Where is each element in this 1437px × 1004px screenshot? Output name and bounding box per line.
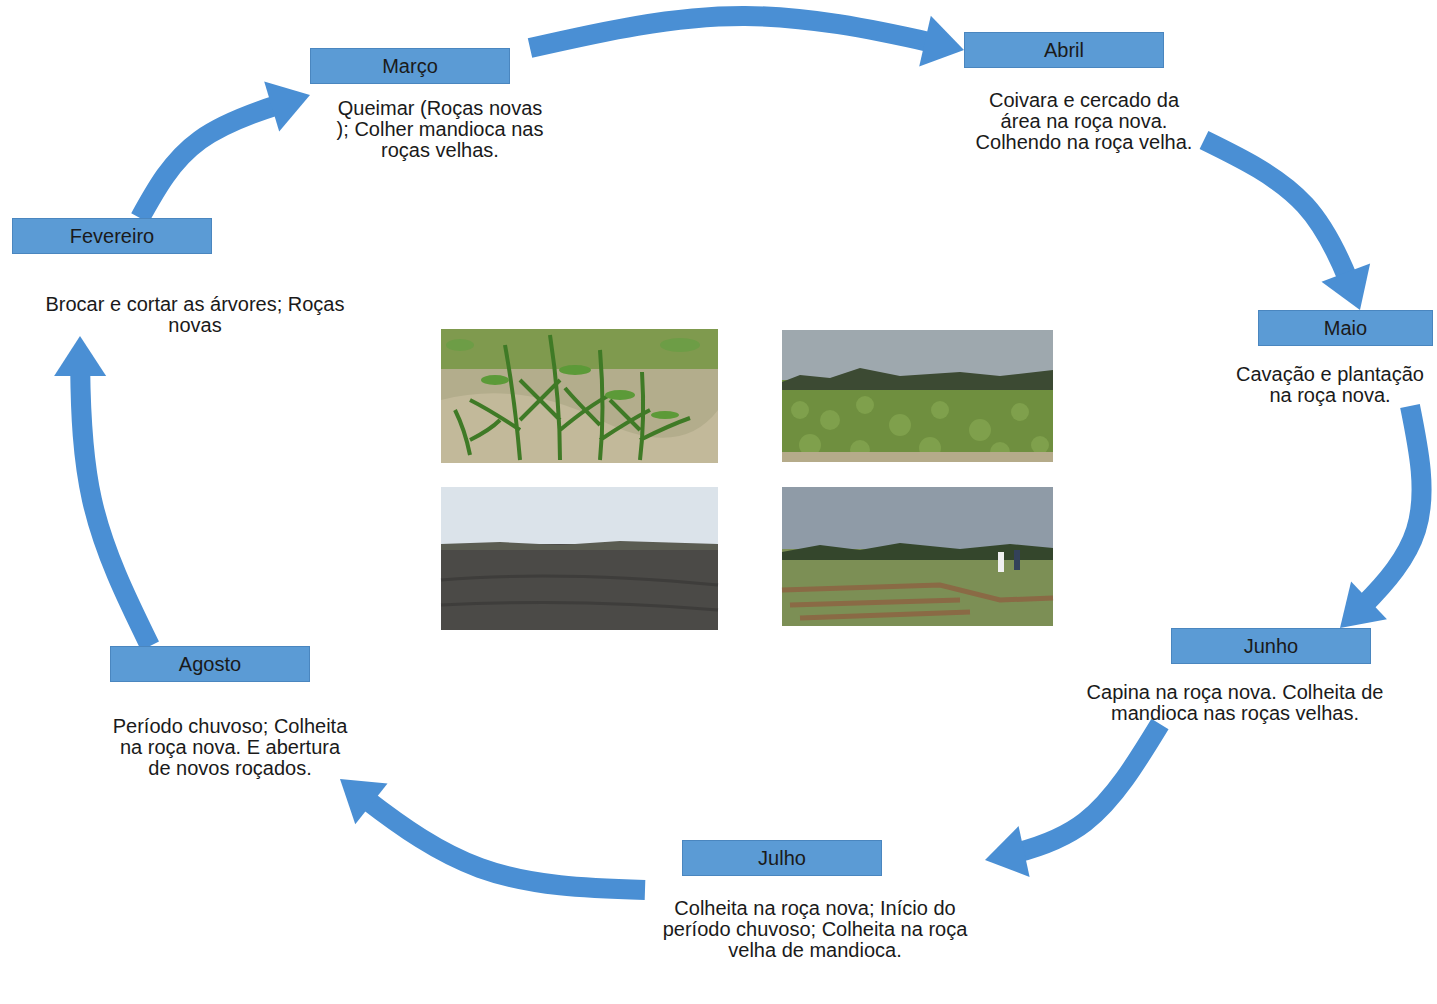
activity-text-block: Queimar (Roças novas ); Colher mandioca … [333,98,548,161]
activity-description: Queimar (Roças novas ); Colher mandioca … [337,97,544,161]
month-box: Junho [1171,628,1371,664]
corn-photo [441,329,718,463]
photo-furrows [441,576,718,610]
month-step: MarçoQueimar (Roças novas ); Colher mand… [310,48,570,161]
activity-text-block: Colheita na roça nova; Início do período… [645,898,985,961]
photo-sky [782,330,1053,380]
month-box: Julho [682,840,882,876]
month-step: JulhoColheita na roça nova; Início do pe… [645,840,985,961]
month-step: AbrilCoivara e cercado da área na roça n… [964,32,1204,153]
month-box: Março [310,48,510,84]
arrow-shaft [530,16,964,50]
activity-description: Colheita na roça nova; Início do período… [663,897,968,961]
photo-soil [441,487,718,630]
cycle-arrow [1340,406,1422,628]
photo-field [782,487,1053,626]
activity-description: Brocar e cortar as árvores; Roças novas [46,293,345,336]
photo-sky [441,487,718,544]
arrow-head [985,826,1030,877]
photo-ground [441,329,718,463]
month-label: Abril [1044,39,1084,61]
photo-soil [782,452,1053,462]
activity-text-block: Capina na roça nova. Colheita de mandioc… [1075,682,1395,724]
arrow-shaft [1340,406,1422,628]
cycle-arrow [530,16,964,67]
activity-description: Coivara e cercado da área na roça nova. … [976,89,1193,153]
activity-text-block: Brocar e cortar as árvores; Roças novas [25,294,365,336]
activity-description: Capina na roça nova. Colheita de mandioc… [1087,681,1384,724]
photo-rows [782,585,1053,618]
month-step: FevereiroBrocar e cortar as árvores; Roç… [10,218,380,336]
arrow-head [1340,582,1387,628]
activity-text-block: Cavação e plantação na roça nova. [1227,364,1433,406]
activity-description: Cavação e plantação na roça nova. [1236,363,1424,406]
photo-person [998,552,1004,572]
month-box: Maio [1258,310,1433,346]
cycle-arrow [54,336,150,646]
arrow-shaft [340,779,645,890]
photo-person [1014,550,1020,570]
activity-text-block: Período chuvoso; Colheita na roça nova. … [110,716,350,779]
month-step: AgostoPeríodo chuvoso; Colheita na roça … [100,646,360,779]
arrow-head [340,779,388,824]
cassava-photo [782,330,1053,462]
month-label: Agosto [179,653,241,675]
activity-text-block: Coivara e cercado da área na roça nova. … [969,90,1199,153]
photo-sky [782,487,1053,549]
photo-grass [441,329,718,369]
month-step: JunhoCapina na roça nova. Colheita de ma… [1075,628,1395,724]
arrow-head [1322,263,1371,310]
cycle-arrow [985,724,1160,877]
photo-field [782,330,1053,462]
month-box: Abril [964,32,1164,68]
activity-description: Período chuvoso; Colheita na roça nova. … [113,715,348,779]
arrow-head [264,82,310,132]
clearing-photo [782,487,1053,626]
cycle-arrow [1204,140,1370,310]
month-box: Fevereiro [12,218,212,254]
arrow-head [919,16,964,67]
month-label: Junho [1244,635,1299,657]
arrow-head [54,336,106,376]
corn-plants [455,335,690,460]
photo-horizon [441,541,718,550]
month-box: Agosto [110,646,310,682]
burnt-field-photo [441,487,718,630]
photo-treeline [782,543,1053,560]
cycle-arrow [340,779,645,890]
month-step: MaioCavação e plantação na roça nova. [1225,310,1435,406]
photo-treeline [782,368,1053,390]
month-label: Março [382,55,438,77]
month-label: Fevereiro [70,225,154,247]
cycle-arrow [140,82,310,218]
corn-leaves [446,338,700,419]
month-label: Julho [758,847,806,869]
arrow-shaft [80,336,150,646]
month-label: Maio [1324,317,1367,339]
